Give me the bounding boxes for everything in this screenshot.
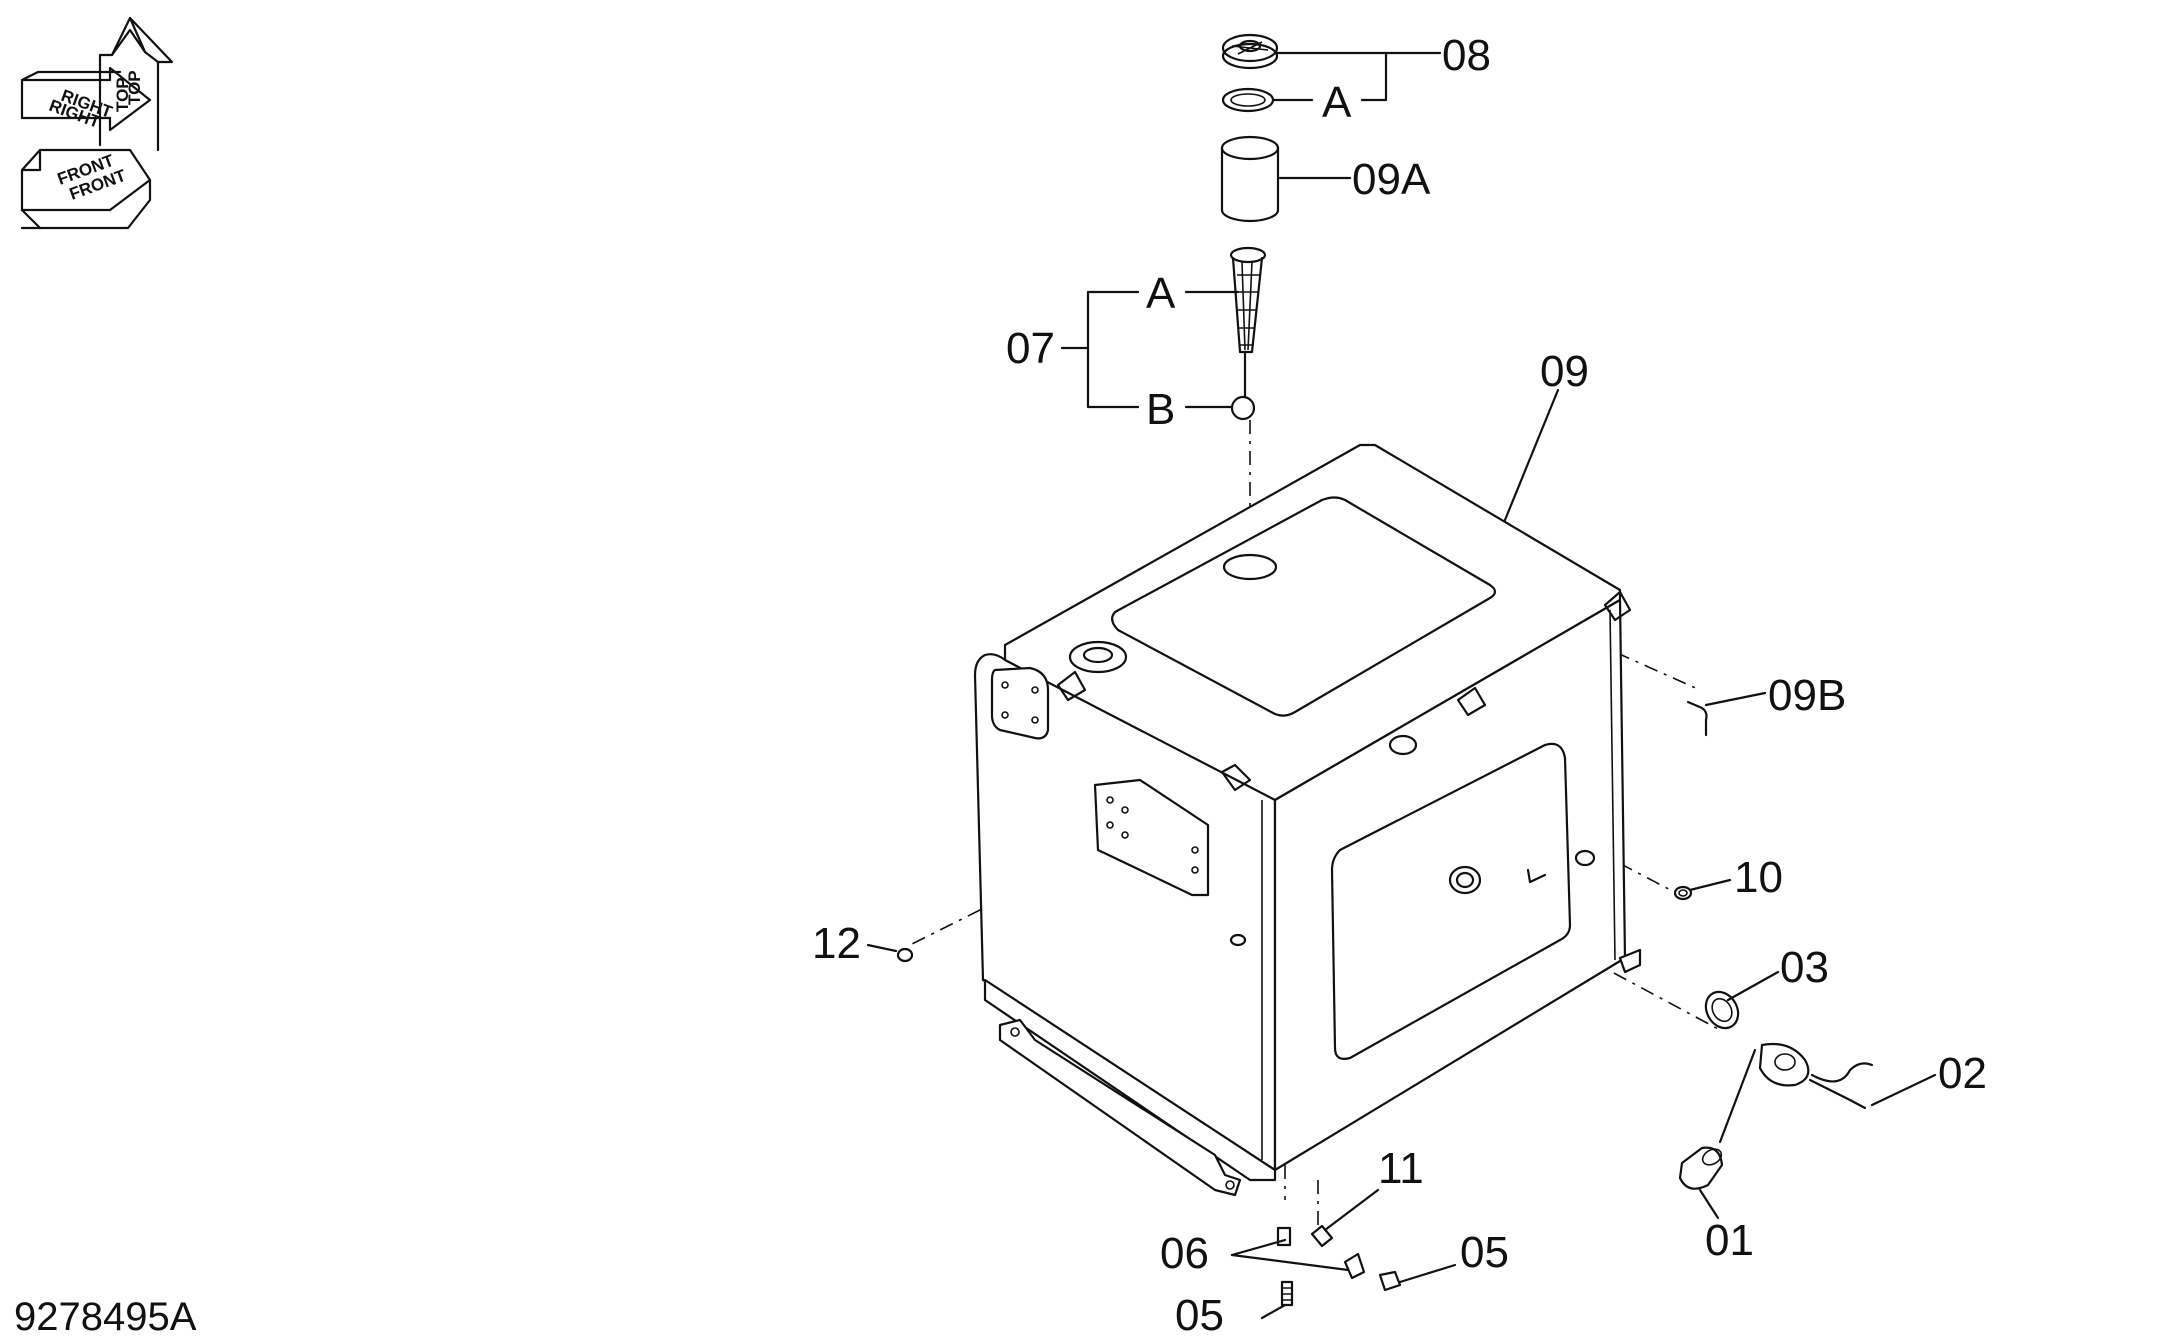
o-ring-03	[1704, 990, 1740, 1030]
hydraulic-tank	[973, 443, 1642, 1197]
filter-element	[1220, 135, 1280, 223]
callout-08-a: A	[1322, 78, 1352, 127]
level-sensor-02	[1718, 1042, 1874, 1144]
strainer	[1229, 246, 1267, 421]
callout-09: 09	[1540, 347, 1589, 396]
float-01	[1678, 1146, 1724, 1190]
filler-cap	[1221, 33, 1279, 70]
callout-labels: 08 A 09A 07 A B 09 09B 10 12 03 02 11 06…	[812, 31, 1987, 1340]
callout-03: 03	[1780, 943, 1829, 992]
orientation-label-top-2: TOP	[113, 77, 132, 112]
callout-02: 02	[1938, 1049, 1987, 1098]
plug-12	[896, 947, 914, 963]
callout-01: 01	[1705, 1216, 1754, 1265]
callout-07-b: B	[1146, 385, 1175, 434]
plug-10	[1673, 885, 1693, 901]
orientation-indicator: TOP TOP RIGHT RIGHT FRONT FRONT	[20, 16, 174, 230]
cap-gasket	[1221, 87, 1275, 113]
callout-06: 06	[1160, 1229, 1209, 1278]
callout-08: 08	[1442, 31, 1491, 80]
callout-10: 10	[1734, 853, 1783, 902]
orientation-label-top: TOP	[125, 70, 144, 105]
callout-11: 11	[1378, 1144, 1424, 1193]
callout-07: 07	[1006, 324, 1055, 373]
pin-09b	[1686, 700, 1708, 737]
callout-09a: 09A	[1352, 155, 1431, 204]
callout-05-bottom: 05	[1175, 1291, 1224, 1340]
callout-05-right: 05	[1460, 1228, 1509, 1277]
document-id: 9278495A	[14, 1295, 197, 1339]
drain-fittings	[1276, 1224, 1402, 1307]
callout-09b: 09B	[1768, 671, 1846, 720]
leader-lines	[866, 51, 1937, 1320]
callout-07-a: A	[1146, 269, 1176, 318]
callout-12: 12	[812, 919, 861, 968]
